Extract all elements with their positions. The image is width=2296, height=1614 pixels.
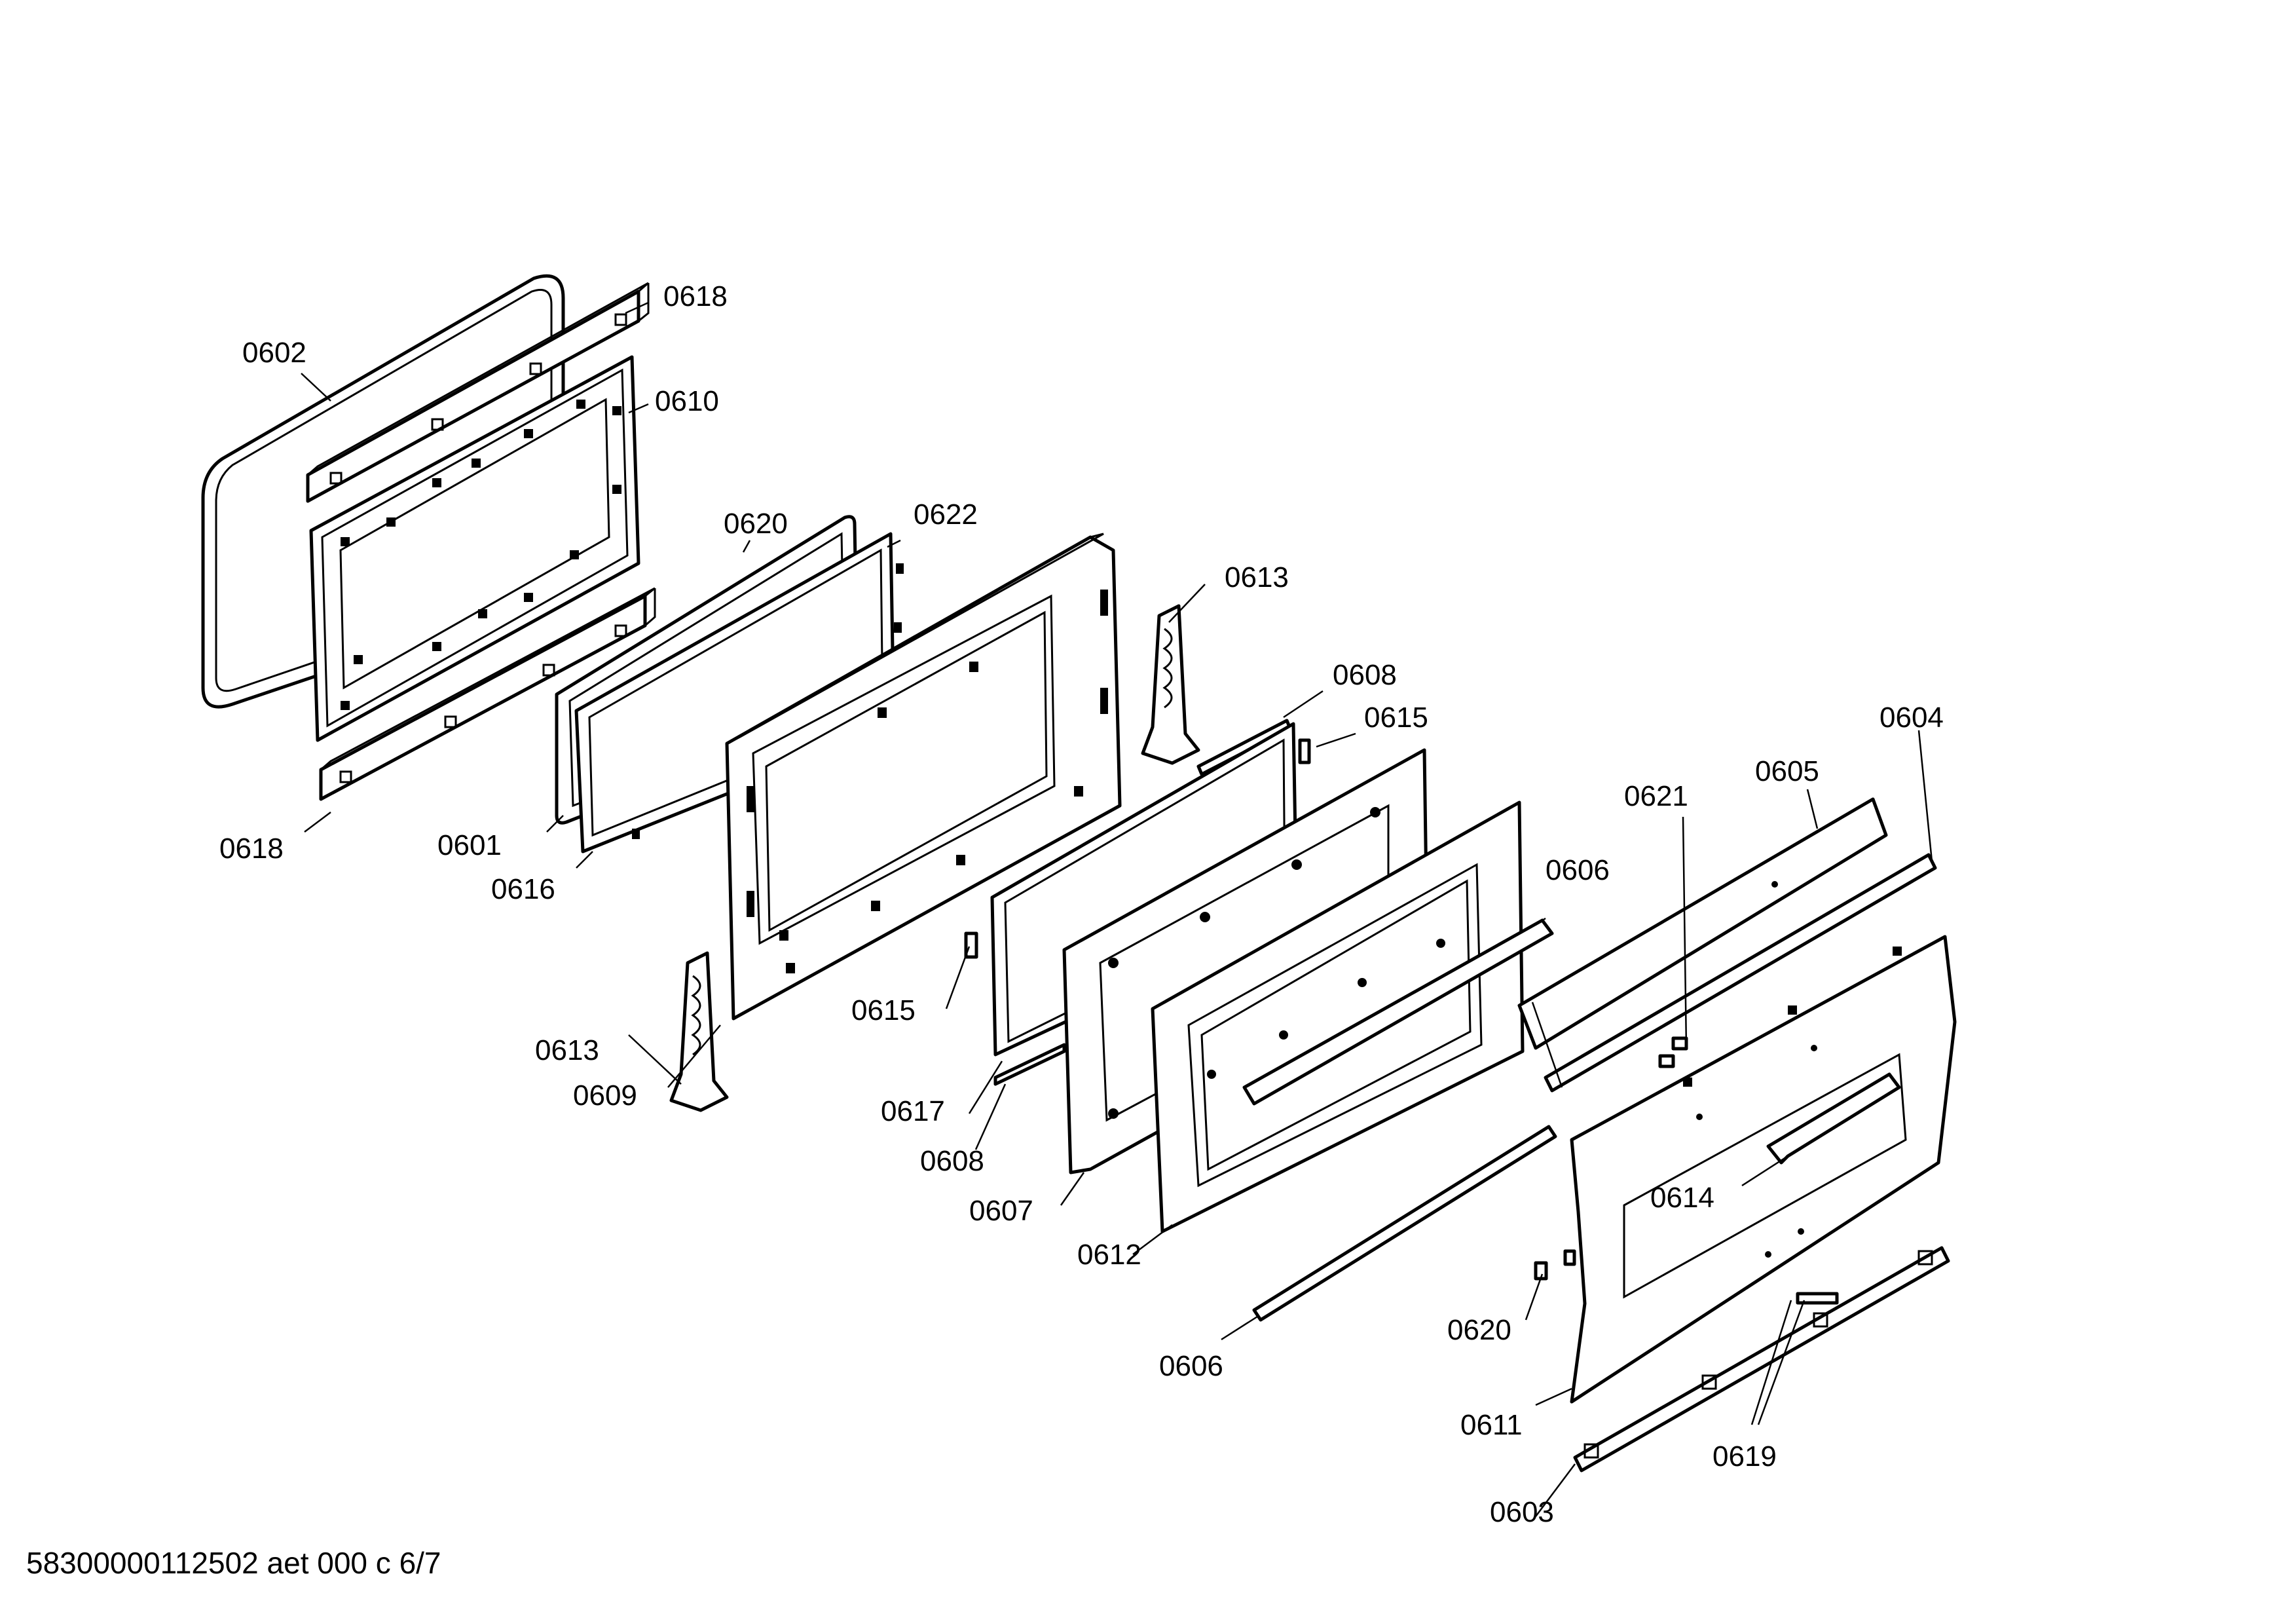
leader-lines xyxy=(301,301,1933,1517)
callout-0605: 0605 xyxy=(1755,755,1819,787)
callout-0606: 0606 xyxy=(1546,854,1610,886)
callout-0618: 0618 xyxy=(219,833,284,865)
callout-0607: 0607 xyxy=(969,1195,1033,1227)
part-small-clips xyxy=(1534,1036,1839,1305)
callout-0610: 0610 xyxy=(655,385,719,417)
part-lower-strip xyxy=(319,587,656,801)
callout-0617: 0617 xyxy=(881,1095,945,1127)
callout-0616: 0616 xyxy=(491,873,555,905)
callout-0620: 0620 xyxy=(1447,1314,1511,1346)
part-front-frame xyxy=(1151,800,1525,1233)
callout-0609: 0609 xyxy=(573,1079,637,1112)
part-clip-lower xyxy=(964,931,978,959)
part-upper-strip xyxy=(306,282,650,503)
callout-0615: 0615 xyxy=(1364,702,1428,734)
callout-0613: 0613 xyxy=(1225,561,1289,593)
part-clip-upper xyxy=(1298,738,1311,764)
callout-labels: 0602 0618 0610 0620 0622 0618 0601 0616 … xyxy=(219,280,1944,1528)
callout-0601: 0601 xyxy=(437,829,502,861)
part-top-trim xyxy=(1544,853,1937,1093)
part-inner-frame xyxy=(309,355,640,742)
callout-0619: 0619 xyxy=(1713,1440,1777,1473)
callout-0615: 0615 xyxy=(851,994,916,1026)
callout-0620: 0620 xyxy=(724,508,788,540)
callout-0602: 0602 xyxy=(242,337,306,369)
callout-0622: 0622 xyxy=(914,498,978,531)
callout-0608: 0608 xyxy=(1333,659,1397,691)
part-hinge-right xyxy=(1141,604,1200,765)
callout-0614: 0614 xyxy=(1650,1182,1714,1214)
part-bottom-bracket xyxy=(1573,1246,1950,1473)
part-rail-top xyxy=(1242,918,1554,1106)
callout-0611: 0611 xyxy=(1460,1409,1523,1441)
callout-0604: 0604 xyxy=(1879,702,1944,734)
callout-0618: 0618 xyxy=(663,280,728,312)
callout-0603: 0603 xyxy=(1490,1496,1554,1528)
drawing-id-footer: 58300000112502 aet 000 c 6/7 xyxy=(26,1546,441,1580)
part-inner-door-panel xyxy=(725,533,1122,1021)
callout-0613: 0613 xyxy=(535,1034,599,1066)
part-rail-bottom xyxy=(1252,1125,1557,1322)
callout-0608: 0608 xyxy=(920,1145,984,1177)
part-outer-door-panel xyxy=(1570,935,1957,1404)
callout-0612: 0612 xyxy=(1077,1239,1141,1271)
callout-0621: 0621 xyxy=(1624,780,1688,812)
callout-0606: 0606 xyxy=(1159,1350,1223,1382)
part-hinge-left xyxy=(669,951,729,1112)
part-top-cover xyxy=(1517,797,1888,1050)
